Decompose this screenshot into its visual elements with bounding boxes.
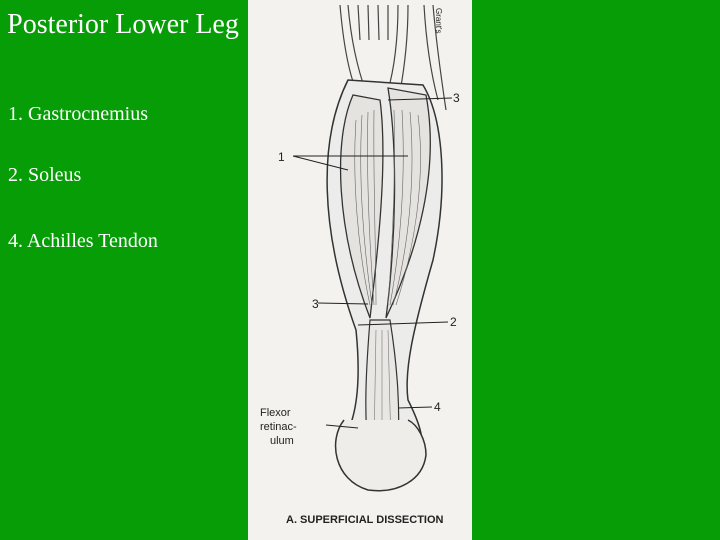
label-retinac: retinac- <box>260 421 297 433</box>
label-2: 2 <box>450 315 457 329</box>
bullet-item-achilles: 4. Achilles Tendon <box>8 230 158 253</box>
figure-caption: A. SUPERFICIAL DISSECTION <box>286 514 444 526</box>
leg-drawing: 1 3 3 2 4 Flexor retinac- ulum A. SUPERF… <box>248 0 472 540</box>
label-1: 1 <box>278 150 285 164</box>
label-3-mid: 3 <box>312 297 319 311</box>
label-ulum: ulum <box>270 435 294 447</box>
bullet-item-gastrocnemius: 1. Gastrocnemius <box>8 103 148 126</box>
leg-illustration: 1 3 3 2 4 Flexor retinac- ulum A. SUPERF… <box>248 0 472 540</box>
label-flexor: Flexor <box>260 407 291 419</box>
slide-title-text: Posterior Lower Leg <box>7 9 239 40</box>
bullet-item-soleus: 2. Soleus <box>8 164 81 187</box>
label-3-top: 3 <box>453 91 460 105</box>
label-4: 4 <box>434 400 441 414</box>
corner-text: Grant's <box>434 8 443 34</box>
slide-title: Posterior Lower Leg <box>0 6 246 44</box>
heel <box>336 420 426 491</box>
